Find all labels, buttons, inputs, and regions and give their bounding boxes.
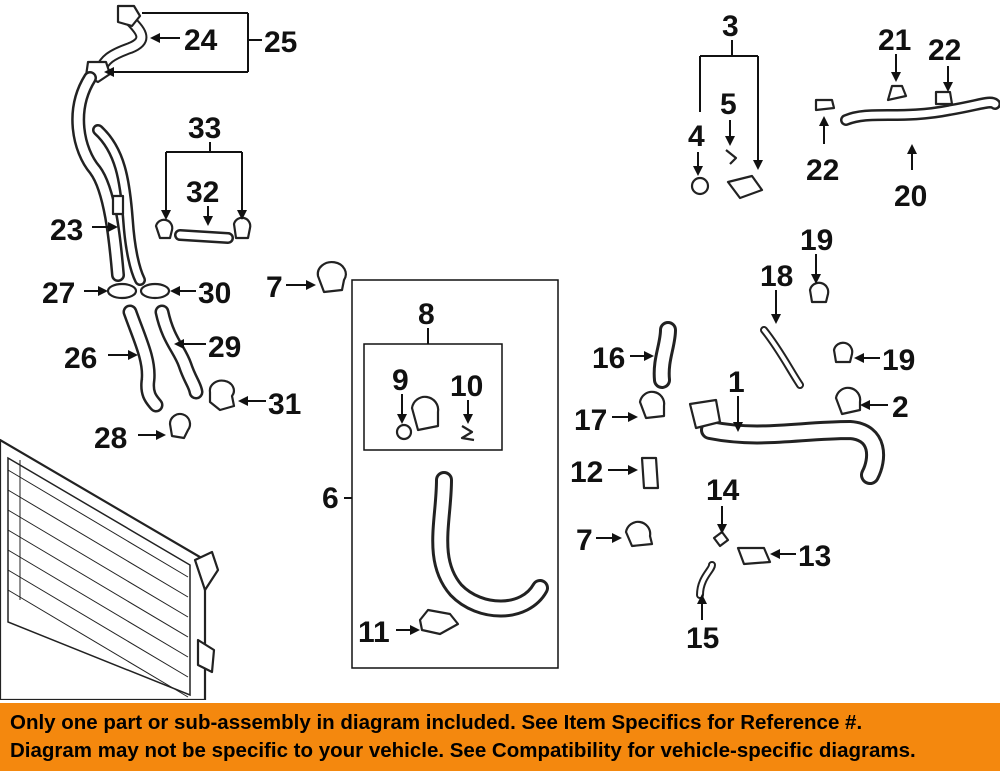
callout-6: 6: [322, 482, 339, 515]
callout-26: 26: [64, 342, 97, 375]
callout-32: 32: [186, 176, 219, 209]
parts-diagram: 24 25 33 32 23 27 30 7 26 29 31 28 8 9 1…: [0, 4, 1000, 700]
callout-31: 31: [268, 388, 301, 421]
callout-25: 25: [264, 26, 297, 59]
callout-9: 9: [392, 364, 409, 397]
callout-21: 21: [878, 24, 911, 57]
top-right-parts: [690, 84, 1000, 200]
callout-numbers: 24 25 33 32 23 27 30 7 26 29 31 28 8 9 1…: [42, 10, 961, 655]
callout-15: 15: [686, 622, 719, 655]
callout-19-lower: 19: [882, 344, 915, 377]
callout-13: 13: [798, 540, 831, 573]
callout-23: 23: [50, 214, 83, 247]
callout-16: 16: [592, 342, 625, 375]
upper-hose-group: [71, 4, 148, 286]
callout-28: 28: [94, 422, 127, 455]
clamp-7-upper: [316, 260, 347, 294]
callout-3: 3: [722, 10, 739, 43]
callout-1: 1: [728, 366, 745, 399]
disclaimer-line-1: Only one part or sub-assembly in diagram…: [10, 711, 863, 734]
callout-7-lower: 7: [576, 524, 593, 557]
callout-22-upper: 22: [928, 34, 961, 67]
callout-27: 27: [42, 277, 75, 310]
callout-19-upper: 19: [800, 224, 833, 257]
callout-2: 2: [892, 391, 909, 424]
callout-4: 4: [688, 120, 705, 153]
radiator-drawing: [0, 438, 220, 700]
box-6-contents: [395, 395, 549, 636]
leader-lines: [84, 12, 953, 635]
right-parts: [624, 281, 886, 599]
sub-box-8: [363, 343, 503, 451]
callout-7-upper: 7: [266, 271, 283, 304]
callout-22-lower: 22: [806, 154, 839, 187]
callout-14: 14: [706, 474, 740, 507]
callout-5: 5: [720, 88, 737, 121]
callout-29: 29: [208, 331, 241, 364]
callout-10: 10: [450, 370, 483, 403]
callout-33: 33: [188, 112, 221, 145]
assembly-box-6: [351, 279, 559, 669]
lower-hoses-left: [106, 282, 236, 440]
callout-17: 17: [574, 404, 607, 437]
callout-24: 24: [184, 24, 218, 57]
disclaimer-line-2: Diagram may not be specific to your vehi…: [10, 739, 916, 762]
callout-11: 11: [358, 616, 390, 649]
callout-8: 8: [418, 298, 435, 331]
callout-20: 20: [894, 180, 927, 213]
callout-18: 18: [760, 260, 793, 293]
small-hose-32: [154, 216, 252, 244]
disclaimer-banner: Only one part or sub-assembly in diagram…: [0, 703, 1000, 771]
callout-30: 30: [198, 277, 231, 310]
callout-12: 12: [570, 456, 603, 489]
